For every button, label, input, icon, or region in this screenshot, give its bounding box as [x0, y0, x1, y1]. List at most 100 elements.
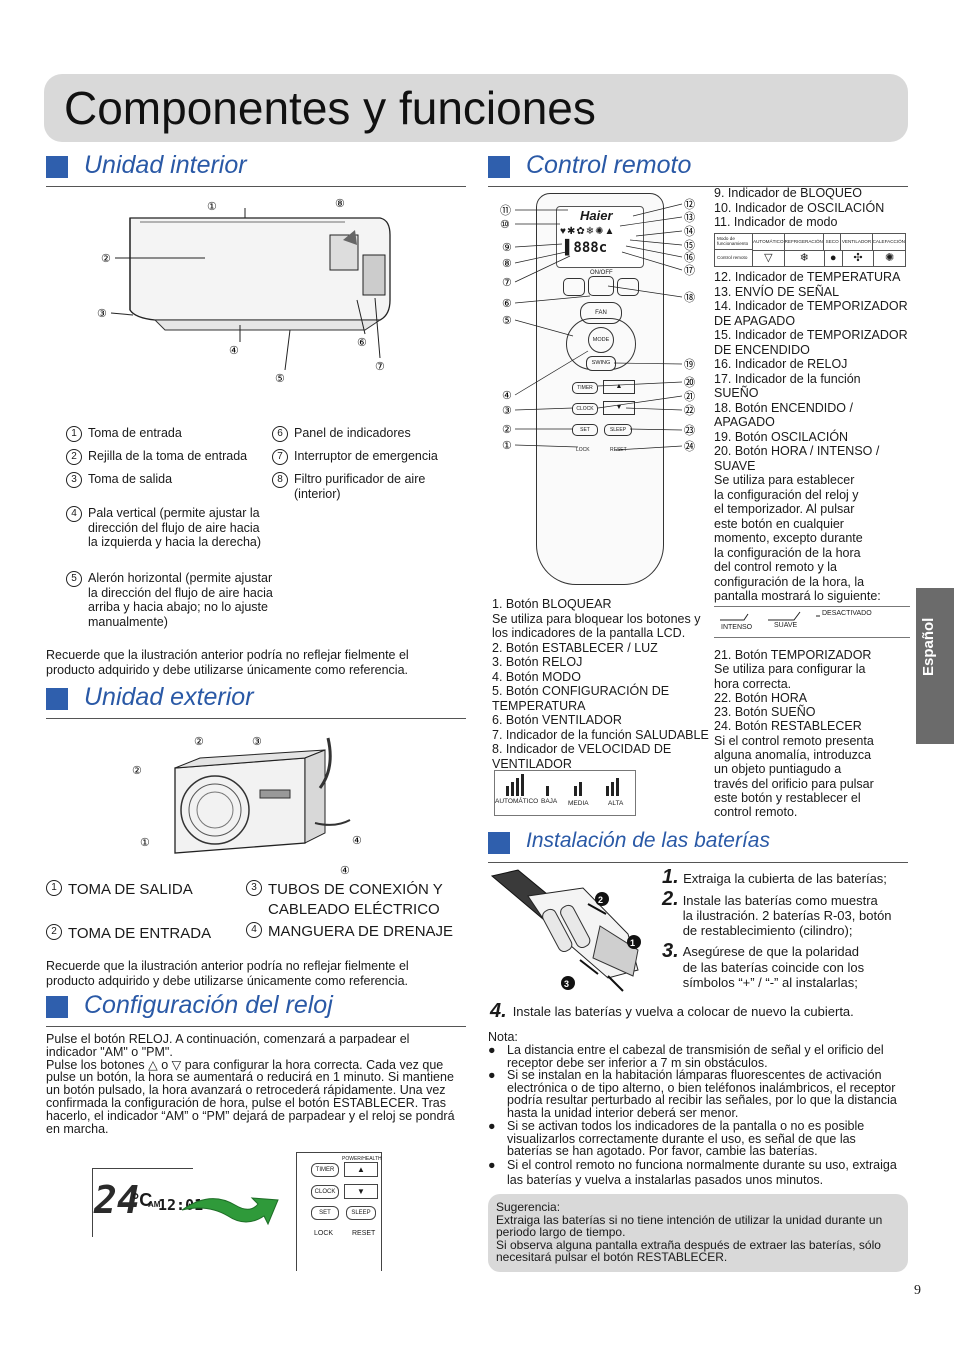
remote-right-item-13: 13. ENVÍO DE SEÑAL — [714, 284, 840, 299]
section-remote-title: Control remoto — [526, 151, 692, 179]
remote-screen-digits: ▌888c — [565, 240, 608, 256]
svg-text:⑲: ⑲ — [684, 358, 695, 371]
section-clock: Configuración del reloj — [46, 990, 466, 1027]
remote-timer-button[interactable]: TIMER — [572, 382, 598, 394]
remote-right-item-24: 24. Botón RESTABLECER — [714, 719, 862, 734]
page-number: 9 — [914, 1283, 921, 1298]
remote-screen — [556, 206, 644, 268]
mini-power-label: POWER/HEALTH — [342, 1156, 382, 1162]
remote-list-left: 1. Botón BLOQUEAR Se utiliza para bloque… — [492, 597, 714, 771]
mode-auto-icon: ▽ — [753, 250, 785, 266]
mode-heat: CALEFACCIÓN — [872, 239, 905, 244]
svg-text:⑯: ⑯ — [684, 251, 695, 264]
note-3: ●Si se activan todos los indicadores de … — [488, 1119, 865, 1158]
remote-right-item-10: 10. Indicador de OSCILACIÓN — [714, 200, 885, 215]
language-tab: Español — [916, 588, 954, 744]
mini-set-button[interactable]: SET — [311, 1206, 339, 1220]
remote-set-button[interactable]: SET — [572, 424, 598, 436]
outdoor-callout-3: ③ — [252, 736, 262, 748]
remote-up-button[interactable]: ▲ — [603, 380, 635, 394]
indoor-callout-1: ① — [207, 201, 217, 213]
clock-lcd-temp: 24 — [94, 1178, 140, 1222]
remote-right-item-15: 15. Indicador de TEMPORIZADOR DE ENCENDI… — [714, 328, 908, 357]
intensity-soft: SUAVE — [774, 622, 798, 629]
tip-text: Sugerencia: Extraiga las baterías si no … — [496, 1200, 883, 1264]
remote-swing-button[interactable]: SWING — [586, 356, 616, 371]
remote-right-item-21-desc: Se utiliza para configurar la hora corre… — [714, 662, 866, 691]
intensity-diagram — [714, 606, 910, 638]
remote-right-item-22: 22. Botón HORA — [714, 690, 808, 705]
note-2: ●Si se instalan en la habitación lámpara… — [488, 1068, 897, 1120]
battery-step-3-text: Asegúrese de que la polaridad de las bat… — [682, 944, 865, 990]
remote-left-item-4: 4. Botón MODO — [492, 669, 581, 684]
battery-step-1: 1. Extraiga la cubierta de las baterías; — [662, 866, 912, 889]
clock-lcd-ampm: AM — [148, 1200, 161, 1209]
remote-fan-button[interactable]: FAN — [580, 302, 622, 324]
note-1: ●La distancia entre el cabezal de transm… — [488, 1043, 884, 1070]
svg-text:⑪: ⑪ — [500, 204, 511, 217]
section-clock-title: Configuración del reloj — [84, 991, 333, 1019]
remote-right-item-12: 12. Indicador de TEMPERATURA — [714, 270, 901, 284]
mode-table-row1-header: Modo de funcionamiento — [715, 234, 753, 250]
section-remote: Control remoto — [488, 150, 908, 187]
clock-lcd-unit: °C — [132, 1190, 153, 1210]
svg-text:⑤: ⑤ — [502, 315, 512, 327]
outdoor-note: Recuerde que la ilustración anterior pod… — [46, 959, 409, 988]
mode-table-row2-header: Control remoto — [715, 250, 753, 266]
battery-step-4: 4. Instale las baterías y vuelva a coloc… — [490, 1000, 910, 1023]
svg-text:㉓: ㉓ — [684, 424, 695, 437]
section-indoor: Unidad interior — [46, 150, 466, 187]
remote-left-item-2: 2. Botón ESTABLECER / LUZ — [492, 640, 658, 655]
remote-sleep-button[interactable]: SLEEP — [604, 424, 632, 436]
fan-speed-high: ALTA — [608, 800, 624, 807]
remote-left-item-1: 1. Botón BLOQUEAR — [492, 597, 612, 611]
remote-screen-icons: ♥✱✿❄✺▲ — [560, 226, 616, 237]
intensity-off: DESACTIVADO — [822, 610, 872, 617]
mini-timer-button[interactable]: TIMER — [311, 1163, 339, 1177]
remote-right-item-21: 21. Botón TEMPORIZADOR — [714, 648, 872, 662]
mini-reset-label: RESET — [352, 1230, 376, 1237]
indoor-callout-5: ⑤ — [275, 373, 285, 385]
mode-dry: SECO — [824, 234, 842, 250]
indoor-callout-8: ⑧ — [335, 198, 345, 210]
remote-btn-right[interactable] — [617, 278, 639, 296]
section-batteries: Instalación de las baterías — [488, 826, 908, 863]
section-outdoor-title: Unidad exterior — [84, 683, 254, 711]
indoor-callout-2: ② — [101, 253, 111, 265]
battery-step-2-num: 2. — [662, 888, 679, 910]
outdoor-callout-4b: ④ — [340, 865, 350, 877]
svg-text:⑱: ⑱ — [684, 291, 695, 304]
remote-right-item-9: 9. Indicador de BLOQUEO — [714, 186, 862, 200]
mini-clock-button[interactable]: CLOCK — [311, 1185, 339, 1199]
clock-lcd — [92, 1168, 193, 1237]
svg-text:3: 3 — [564, 979, 569, 989]
outdoor-callout-2b: ② — [132, 765, 142, 777]
language-tab-label: Español — [920, 617, 937, 676]
mini-sleep-button[interactable]: SLEEP — [346, 1206, 376, 1220]
svg-text:⑬: ⑬ — [684, 211, 695, 224]
remote-list-right-b: 12. Indicador de TEMPERATURA 13. ENVÍO D… — [714, 270, 914, 604]
svg-text:⑧: ⑧ — [502, 258, 512, 270]
remote-btn-left[interactable] — [563, 278, 585, 296]
mini-down-button[interactable]: ▼ — [344, 1184, 378, 1199]
remote-onoff-label: ON/OFF — [590, 270, 613, 276]
svg-text:⑭: ⑭ — [684, 225, 695, 238]
svg-text:㉔: ㉔ — [684, 440, 695, 453]
remote-mode-button[interactable]: MODE — [588, 327, 614, 353]
mini-up-button[interactable]: ▲ — [344, 1162, 378, 1177]
section-batteries-title: Instalación de las baterías — [526, 829, 770, 852]
svg-text:⑩: ⑩ — [500, 219, 510, 231]
remote-clock-button[interactable]: CLOCK — [572, 403, 598, 415]
note-4: ●Si el control remoto no funciona normal… — [488, 1158, 897, 1187]
remote-left-item-7: 7. Indicador de la función SALUDABLE — [492, 727, 709, 742]
mode-table: Modo de funcionamiento Control remoto AU… — [714, 233, 906, 267]
svg-text:⑰: ⑰ — [684, 264, 695, 277]
indoor-callout-4: ④ — [229, 345, 239, 357]
remote-right-item-20-desc: Se utiliza para establecer la configurac… — [714, 473, 881, 603]
section-outdoor: Unidad exterior — [46, 682, 466, 719]
remote-onoff-button[interactable] — [588, 276, 614, 296]
